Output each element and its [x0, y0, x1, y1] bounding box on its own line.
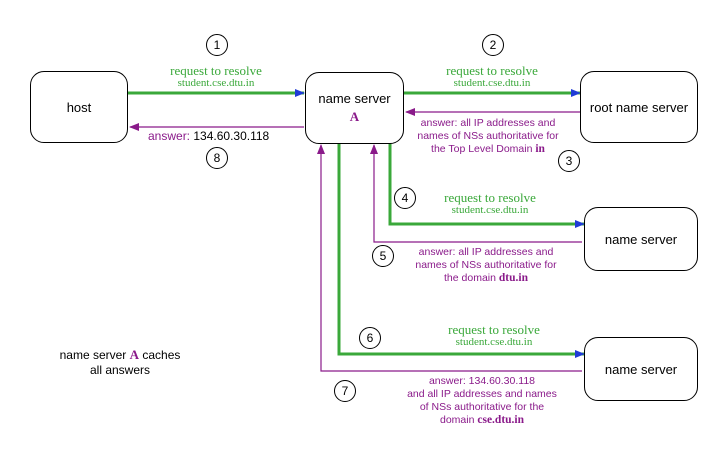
request-2-line2: student.cse.dtu.in — [453, 77, 531, 89]
step-5-circle: 5 — [372, 245, 394, 267]
step-7-circle: 7 — [334, 380, 356, 402]
request-label-2: request to resolve student.cse.dtu.in — [422, 64, 562, 90]
request-2-line1: request to resolve — [446, 63, 538, 78]
node-auth-name-server: name server — [584, 337, 698, 401]
answer-7-line1: answer: 134.60.30.118 — [428, 375, 536, 387]
node-name-server-a-label: name server — [318, 91, 391, 106]
request-label-4: request to resolve student.cse.dtu.in — [420, 191, 560, 217]
request-4-line1: request to resolve — [444, 190, 536, 205]
answer-5-line1: answer: all IP addresses and — [418, 246, 554, 258]
answer-3-domain: in — [535, 143, 545, 155]
node-host: host — [30, 71, 128, 143]
request-6-line2: student.cse.dtu.in — [455, 336, 533, 348]
request-label-6: request to resolve student.cse.dtu.in — [424, 323, 564, 349]
step-6-circle: 6 — [359, 327, 381, 349]
request-1-line1: request to resolve — [170, 63, 262, 78]
answer-5-domain: dtu.in — [498, 272, 528, 284]
cache-note-post: caches — [142, 348, 181, 362]
answer-label-7: answer: 134.60.30.118 and all IP address… — [386, 375, 578, 427]
arrow-step-5 — [370, 144, 582, 243]
node-host-label: host — [66, 99, 92, 115]
answer-label-5: answer: all IP addresses and names of NS… — [394, 246, 578, 285]
answer-7-line2: and all IP addresses and names — [407, 388, 557, 400]
cache-note-line2: all answers — [89, 363, 151, 377]
step-2-circle: 2 — [482, 34, 504, 56]
step-8-circle: 8 — [206, 147, 228, 169]
request-label-1: request to resolve student.cse.dtu.in — [146, 64, 286, 90]
answer-7-domain: cse.dtu.in — [477, 414, 525, 426]
node-root-name-server: root name server — [580, 71, 698, 143]
cache-note-em: A — [129, 347, 140, 362]
node-auth-name-server-label: name server — [604, 361, 678, 377]
step-1-circle: 1 — [206, 34, 228, 56]
answer-8-value: 134.60.30.118 — [193, 129, 270, 143]
answer-3-line2: names of NSs authoritative for — [417, 130, 559, 142]
answer-3-line3: the Top Level Domain — [431, 143, 533, 155]
answer-label-8: answer: 134.60.30.118 — [148, 129, 269, 143]
node-name-server-a: name server A — [305, 72, 404, 144]
cache-note: name server A caches all answers — [40, 347, 200, 378]
request-4-line2: student.cse.dtu.in — [451, 204, 529, 216]
answer-7-line3: of NSs authoritative for the — [419, 401, 545, 413]
answer-5-line3: the domain — [444, 272, 496, 284]
answer-5-line2: names of NSs authoritative for — [415, 259, 557, 271]
answer-3-line1: answer: all IP addresses and — [420, 117, 556, 129]
node-tld-name-server: name server — [584, 207, 698, 271]
arrow-step-6 — [337, 143, 585, 358]
node-tld-name-server-label: name server — [604, 231, 678, 247]
request-1-line2: student.cse.dtu.in — [177, 77, 255, 89]
request-6-line1: request to resolve — [448, 322, 540, 337]
answer-8-prefix: answer: — [148, 129, 191, 143]
answer-7-line4: domain — [439, 414, 475, 426]
arrow-step-4 — [388, 143, 585, 228]
node-name-server-a-sub: A — [349, 109, 360, 124]
step-3-circle: 3 — [558, 150, 580, 172]
cache-note-pre: name server — [59, 348, 127, 362]
answer-label-3: answer: all IP addresses and names of NS… — [398, 117, 578, 156]
arrow-step-7 — [317, 144, 582, 372]
node-root-name-server-label: root name server — [589, 99, 689, 115]
step-4-circle: 4 — [394, 187, 416, 209]
